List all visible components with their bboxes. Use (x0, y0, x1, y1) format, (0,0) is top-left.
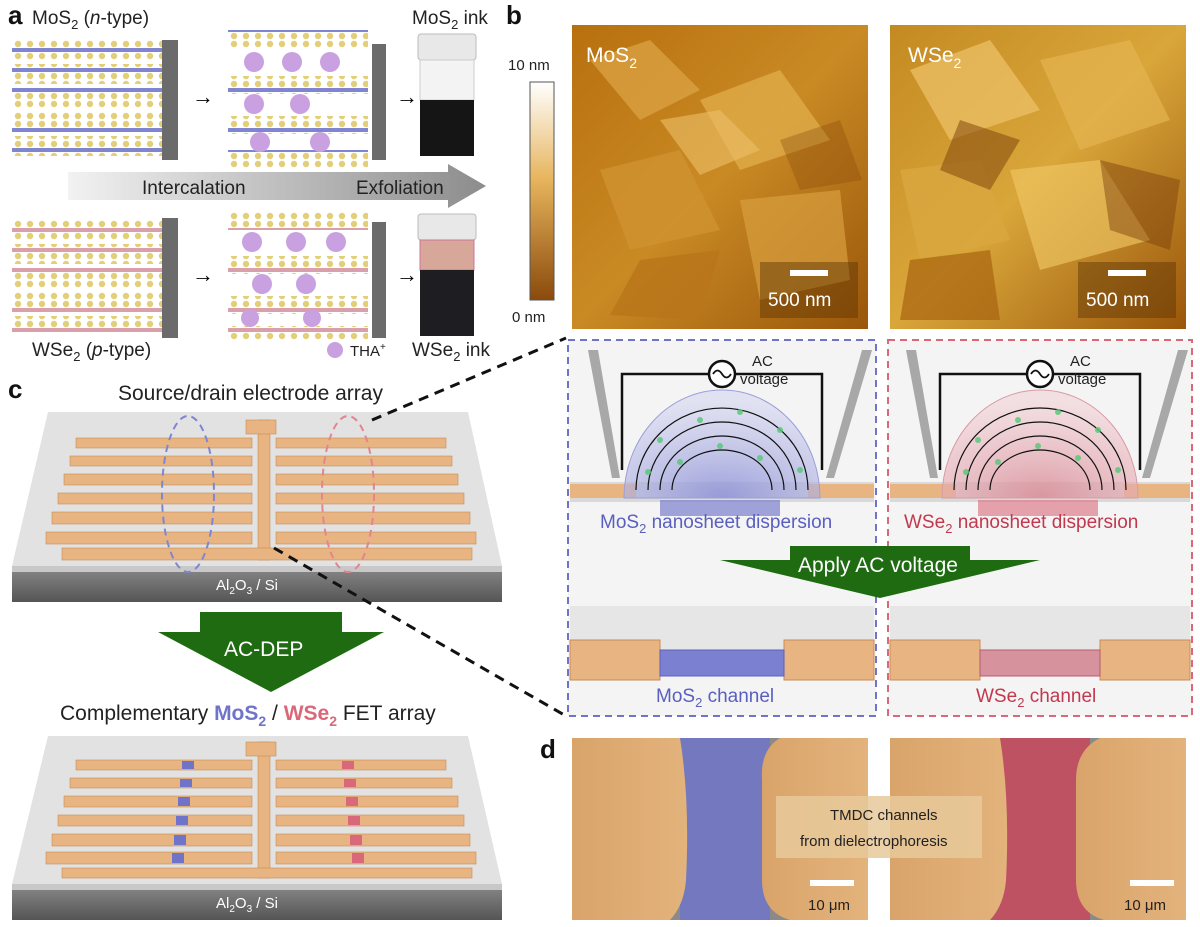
mos2-n-type-label: MoS2 (n-type) (32, 8, 149, 32)
sem-wse2-scalebar-label: 10 μm (1124, 897, 1166, 914)
exfoliation-label: Exfoliation (356, 178, 444, 199)
sem-mos2-scalebar (810, 880, 854, 886)
arrow-glyph: → (396, 262, 418, 287)
substrate-label-top: Al2O3 / Si (216, 577, 278, 597)
wse2-ink-vial (417, 213, 477, 336)
panel-c-label: c (8, 374, 22, 404)
dep-schematic-mos2: AC voltage MoS2 nanosheet dispersion MoS… (567, 339, 877, 717)
wse2-channel-bridge (979, 649, 1101, 677)
ac-voltage-label-2: voltage (1058, 371, 1106, 388)
height-colorbar (529, 81, 555, 301)
tha-legend-icon (327, 342, 343, 358)
sem-wse2-scalebar (1130, 880, 1174, 886)
afm-mos2-scalebar-label: 500 nm (768, 290, 831, 311)
electrode-array-chip-top: Al2O3 / Si (12, 412, 502, 602)
dep-schematic-wse2: AC voltage WSe2 nanosheet dispersion WSe… (887, 339, 1193, 717)
tha-ion (244, 52, 264, 72)
wse2-region-highlight (321, 415, 375, 573)
panel-b-label: b (506, 0, 522, 30)
wse2-intercalated (228, 212, 386, 340)
panel-a-label: a (8, 0, 23, 30)
apply-ac-voltage-arrow: Apply AC voltage (720, 546, 1040, 598)
panel-b: b 10 nm 0 nm MoS2 500 nm (506, 0, 1186, 329)
mos2-channel-bridge (659, 649, 785, 677)
wse2-p-type-label: WSe2 (p-type) (32, 340, 151, 364)
afm-wse2-scalebar (1108, 270, 1146, 276)
ac-voltage-label-2: voltage (740, 371, 788, 388)
fet-array-title: Complementary MoS2 / WSe2 FET array (60, 702, 436, 729)
mos2-channels (172, 761, 194, 863)
panel-d-label: d (540, 734, 556, 764)
mos2-region-highlight (161, 415, 215, 573)
arrow-glyph: → (192, 262, 214, 287)
tmdc-note-box (776, 796, 982, 858)
ac-voltage-label-1: AC (1070, 353, 1091, 370)
afm-image-mos2: MoS2 500 nm (572, 25, 868, 329)
wse2-channel-label: WSe2 channel (976, 686, 1096, 710)
tha-legend-label: THA+ (350, 342, 386, 360)
intercalation-exfoliation-arrow: Intercalation Exfoliation (68, 164, 486, 208)
ac-dep-arrow: AC-DEP (158, 612, 384, 692)
arrow-glyph: → (192, 84, 214, 109)
arrow-glyph: → (396, 84, 418, 109)
afm-mos2-scalebar (790, 270, 828, 276)
sem-image-mos2: 10 μm (572, 738, 868, 920)
afm-wse2-scalebar-label: 500 nm (1086, 290, 1149, 311)
mos2-ink-label: MoS2 ink (412, 8, 488, 32)
colorbar-min-label: 0 nm (512, 309, 545, 326)
zoom-line-bottom (273, 546, 567, 718)
afm-wse2-title: WSe2 (908, 44, 962, 71)
mos2-dispersion-label: MoS2 nanosheet dispersion (600, 512, 832, 536)
substrate-label-bottom: Al2O3 / Si (216, 895, 278, 915)
zoom-line-top (371, 336, 567, 422)
intercalation-label: Intercalation (142, 178, 246, 199)
afm-mos2-title: MoS2 (586, 44, 637, 71)
wse2-bulk-crystal (12, 218, 178, 338)
sem-mos2-scalebar-label: 10 μm (808, 897, 850, 914)
mos2-intercalated (228, 30, 386, 168)
afm-image-wse2: WSe2 500 nm (890, 25, 1186, 329)
mos2-ink-vial (417, 33, 477, 156)
panel-d: d 10 μm 10 μm TMDC channels from dielect… (540, 734, 1186, 920)
ac-dep-label: AC-DEP (224, 638, 303, 661)
tmdc-note-line1: TMDC channels (830, 807, 938, 824)
colorbar-max-label: 10 nm (508, 57, 550, 74)
wse2-dispersion-label: WSe2 nanosheet dispersion (904, 512, 1138, 536)
mos2-bulk-crystal (12, 40, 178, 160)
electrode-array-title: Source/drain electrode array (118, 382, 383, 405)
mos2-channel-label: MoS2 channel (656, 686, 774, 710)
wse2-ink-label: WSe2 ink (412, 340, 490, 364)
panel-c: c Source/drain electrode array Al2O3 / S… (8, 336, 567, 920)
panel-a: a MoS2 (n-type) MoS2 ink → (8, 0, 490, 364)
wse2-channels (342, 761, 364, 863)
ac-voltage-label-1: AC (752, 353, 773, 370)
fet-array-chip-bottom: Al2O3 / Si (12, 736, 502, 920)
tmdc-note-line2: from dielectrophoresis (800, 833, 948, 850)
apply-ac-voltage-label: Apply AC voltage (798, 554, 958, 577)
electrode-bar (162, 40, 178, 160)
